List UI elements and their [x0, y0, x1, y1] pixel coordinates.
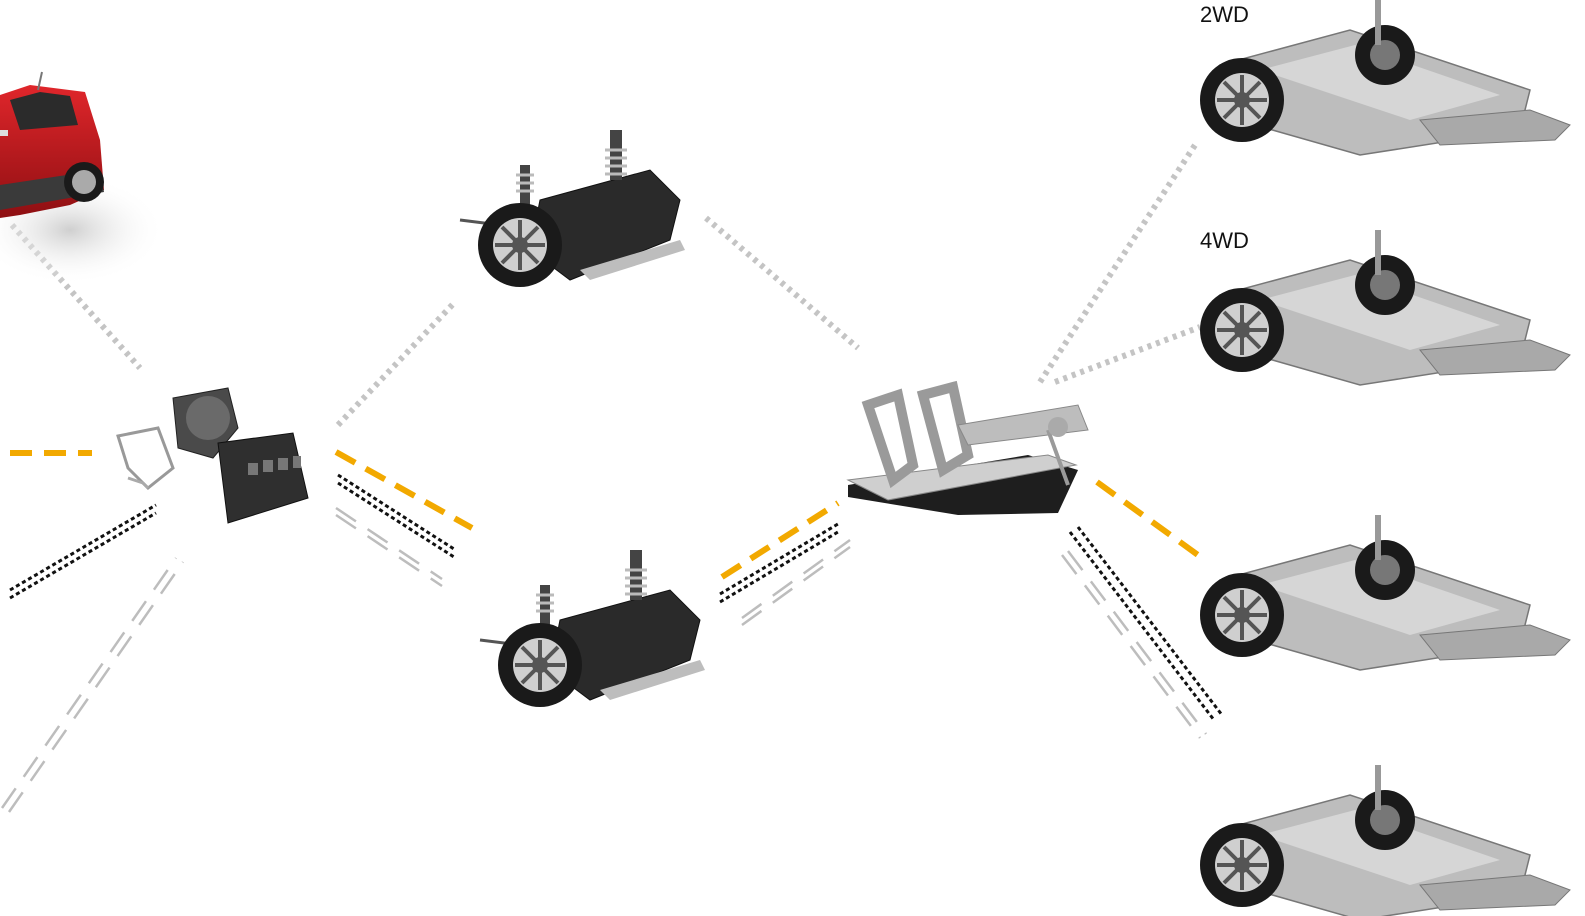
gray-double-link	[335, 513, 443, 588]
black-link	[337, 473, 455, 551]
gray-double-link	[741, 545, 851, 627]
black-link	[1068, 531, 1216, 721]
front-axle-upper-icon	[460, 130, 685, 287]
rear-platform-icon	[1200, 515, 1570, 670]
label-2wd: 2WD	[1200, 2, 1249, 27]
gray-double-link	[7, 561, 185, 813]
gray-double-link	[335, 506, 443, 581]
gray-link	[335, 299, 458, 428]
body-frame-icon	[846, 380, 1089, 515]
rear-platform-4wd-icon	[1200, 230, 1570, 385]
rear-platform-icon	[1200, 765, 1570, 916]
gray-double-link	[1067, 550, 1207, 735]
rear-platform-2wd-icon	[1200, 0, 1570, 155]
black-link	[1076, 526, 1224, 716]
gray-double-link	[1061, 554, 1201, 739]
gray-link	[704, 215, 860, 351]
black-link	[719, 522, 839, 596]
orange-link	[334, 449, 474, 531]
black-link	[337, 481, 455, 559]
connectors	[0, 140, 1224, 813]
engine-module-icon	[116, 387, 309, 524]
label-4wd: 4WD	[1200, 228, 1249, 253]
front-axle-lower-icon	[480, 550, 705, 707]
gray-link	[1053, 324, 1202, 385]
gray-link	[1037, 140, 1200, 384]
black-link	[9, 503, 157, 592]
gray-double-link	[741, 538, 851, 620]
orange-link	[720, 500, 840, 580]
black-link	[9, 511, 157, 600]
gray-double-link	[0, 557, 178, 809]
car-icon	[0, 71, 165, 285]
black-link	[719, 530, 839, 604]
orange-link	[1095, 479, 1200, 558]
